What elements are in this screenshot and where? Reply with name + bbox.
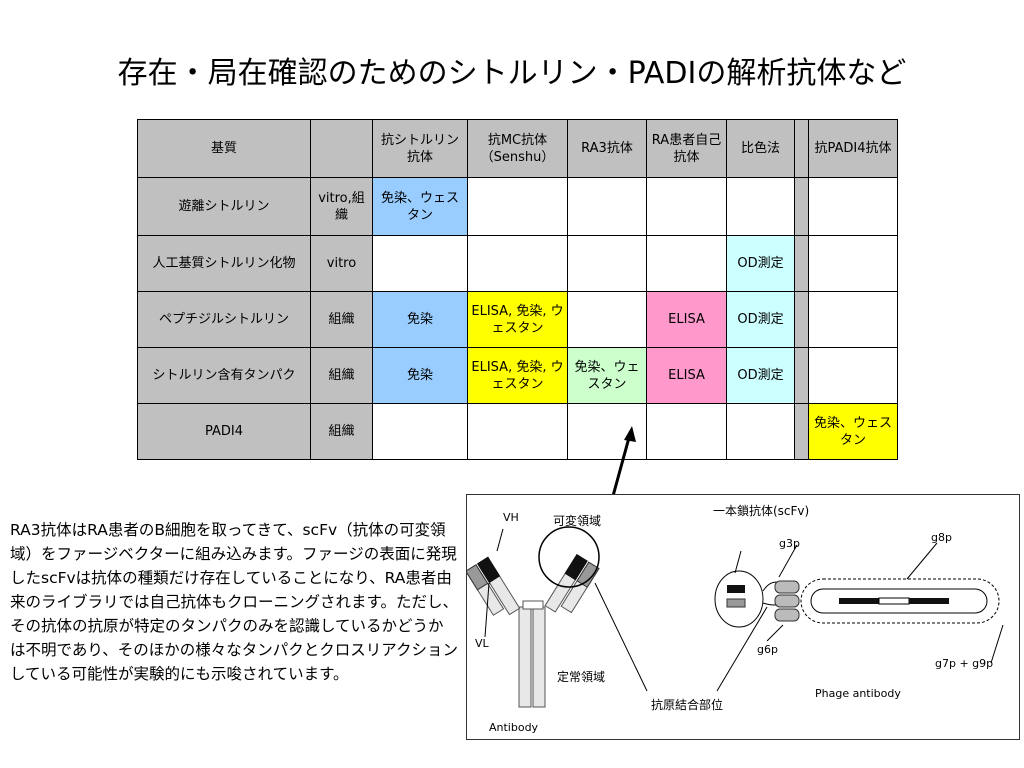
pointer-arrow [611,426,636,497]
table-cell [567,291,647,348]
table-cell: OD測定 [726,347,795,404]
table-cell: 免染、ウェスタン [808,403,898,460]
spacer-cell [794,403,809,460]
row-label: ペプチジルシトルリン [137,291,311,348]
spacer-cell [794,177,809,236]
table-cell: 免染 [372,347,468,404]
phage-antibody-label: Phage antibody [815,687,901,700]
table-cell [646,177,727,236]
spacer-cell [794,235,809,292]
table-cell [372,403,468,460]
header-source [310,119,373,178]
table-cell: 免染 [372,291,468,348]
table-cell [467,235,568,292]
row-source: 組織 [310,291,373,348]
header-substrate: 基質 [137,119,311,178]
table-cell [808,235,898,292]
vl-label: VL [475,637,490,650]
vh-label: VH [503,511,519,524]
antibody-figure: VH VL 可変領域 定常領域 Antibody 一本鎖抗体( [466,494,1020,740]
header-gap [794,119,809,178]
header-colorimetric: 比色法 [726,119,795,178]
table-cell [567,235,647,292]
antibody-drawing [467,526,648,708]
table-cell [726,403,795,460]
g3p-label: g3p [779,537,800,550]
spacer-cell [794,291,809,348]
antibody-diagram: VH VL 可変領域 定常領域 Antibody 一本鎖抗体( [467,503,1004,734]
row-label: 人工基質シトルリン化物 [137,235,311,292]
variable-region-label: 可変領域 [553,513,601,528]
table-cell: 免染、ウェスタン [372,177,468,236]
table-cell [808,347,898,404]
spacer-cell [794,347,809,404]
table-cell: OD測定 [726,291,795,348]
table-cell [567,403,647,460]
table-cell [467,403,568,460]
header-anti-mc: 抗MC抗体（Senshu） [467,119,568,178]
antibody-label: Antibody [489,721,539,734]
row-source: 組織 [310,403,373,460]
row-label: PADI4 [137,403,311,460]
table-cell [646,235,727,292]
table-cell [467,177,568,236]
table-cell [726,177,795,236]
header-anti-padi4: 抗PADI4抗体 [808,119,898,178]
row-label: 遊離シトルリン [137,177,311,236]
binding-site-label: 抗原結合部位 [651,697,723,712]
antibody-table: 基質 抗シトルリン抗体 抗MC抗体（Senshu） RA3抗体 RA患者自己抗体… [137,119,898,460]
table-cell: ELISA, 免染, ウェスタン [467,347,568,404]
scfv-label: 一本鎖抗体(scFv) [713,503,809,518]
table-cell: ELISA, 免染, ウェスタン [467,291,568,348]
table-cell [808,177,898,236]
table-cell [808,291,898,348]
explanation-text: RA3抗体はRA患者のB細胞を取ってきて、scFv（抗体の可変領域）をファージベ… [10,521,458,683]
table-cell [567,177,647,236]
table-cell: ELISA [646,291,727,348]
table-cell: 免染、ウェスタン [567,347,647,404]
table-cell [646,403,727,460]
row-source: vitro [310,235,373,292]
row-label: シトルリン含有タンパク [137,347,311,404]
table-cell: OD測定 [726,235,795,292]
row-source: vitro,組織 [310,177,373,236]
row-source: 組織 [310,347,373,404]
constant-region-label: 定常領域 [557,669,605,684]
header-ra-autoantibody: RA患者自己抗体 [646,119,727,178]
header-anti-citrulline: 抗シトルリン抗体 [372,119,468,178]
phage-drawing [714,542,1004,692]
g6p-label: g6p [757,643,778,656]
table-cell: ELISA [646,347,727,404]
slide-title: 存在・局在確認のためのシトルリン・PADIの解析抗体など [117,56,907,91]
g7p-g9p-label: g7p + g9p [935,657,993,670]
header-ra3: RA3抗体 [567,119,647,178]
g8p-label: g8p [931,531,952,544]
table-cell [372,235,468,292]
